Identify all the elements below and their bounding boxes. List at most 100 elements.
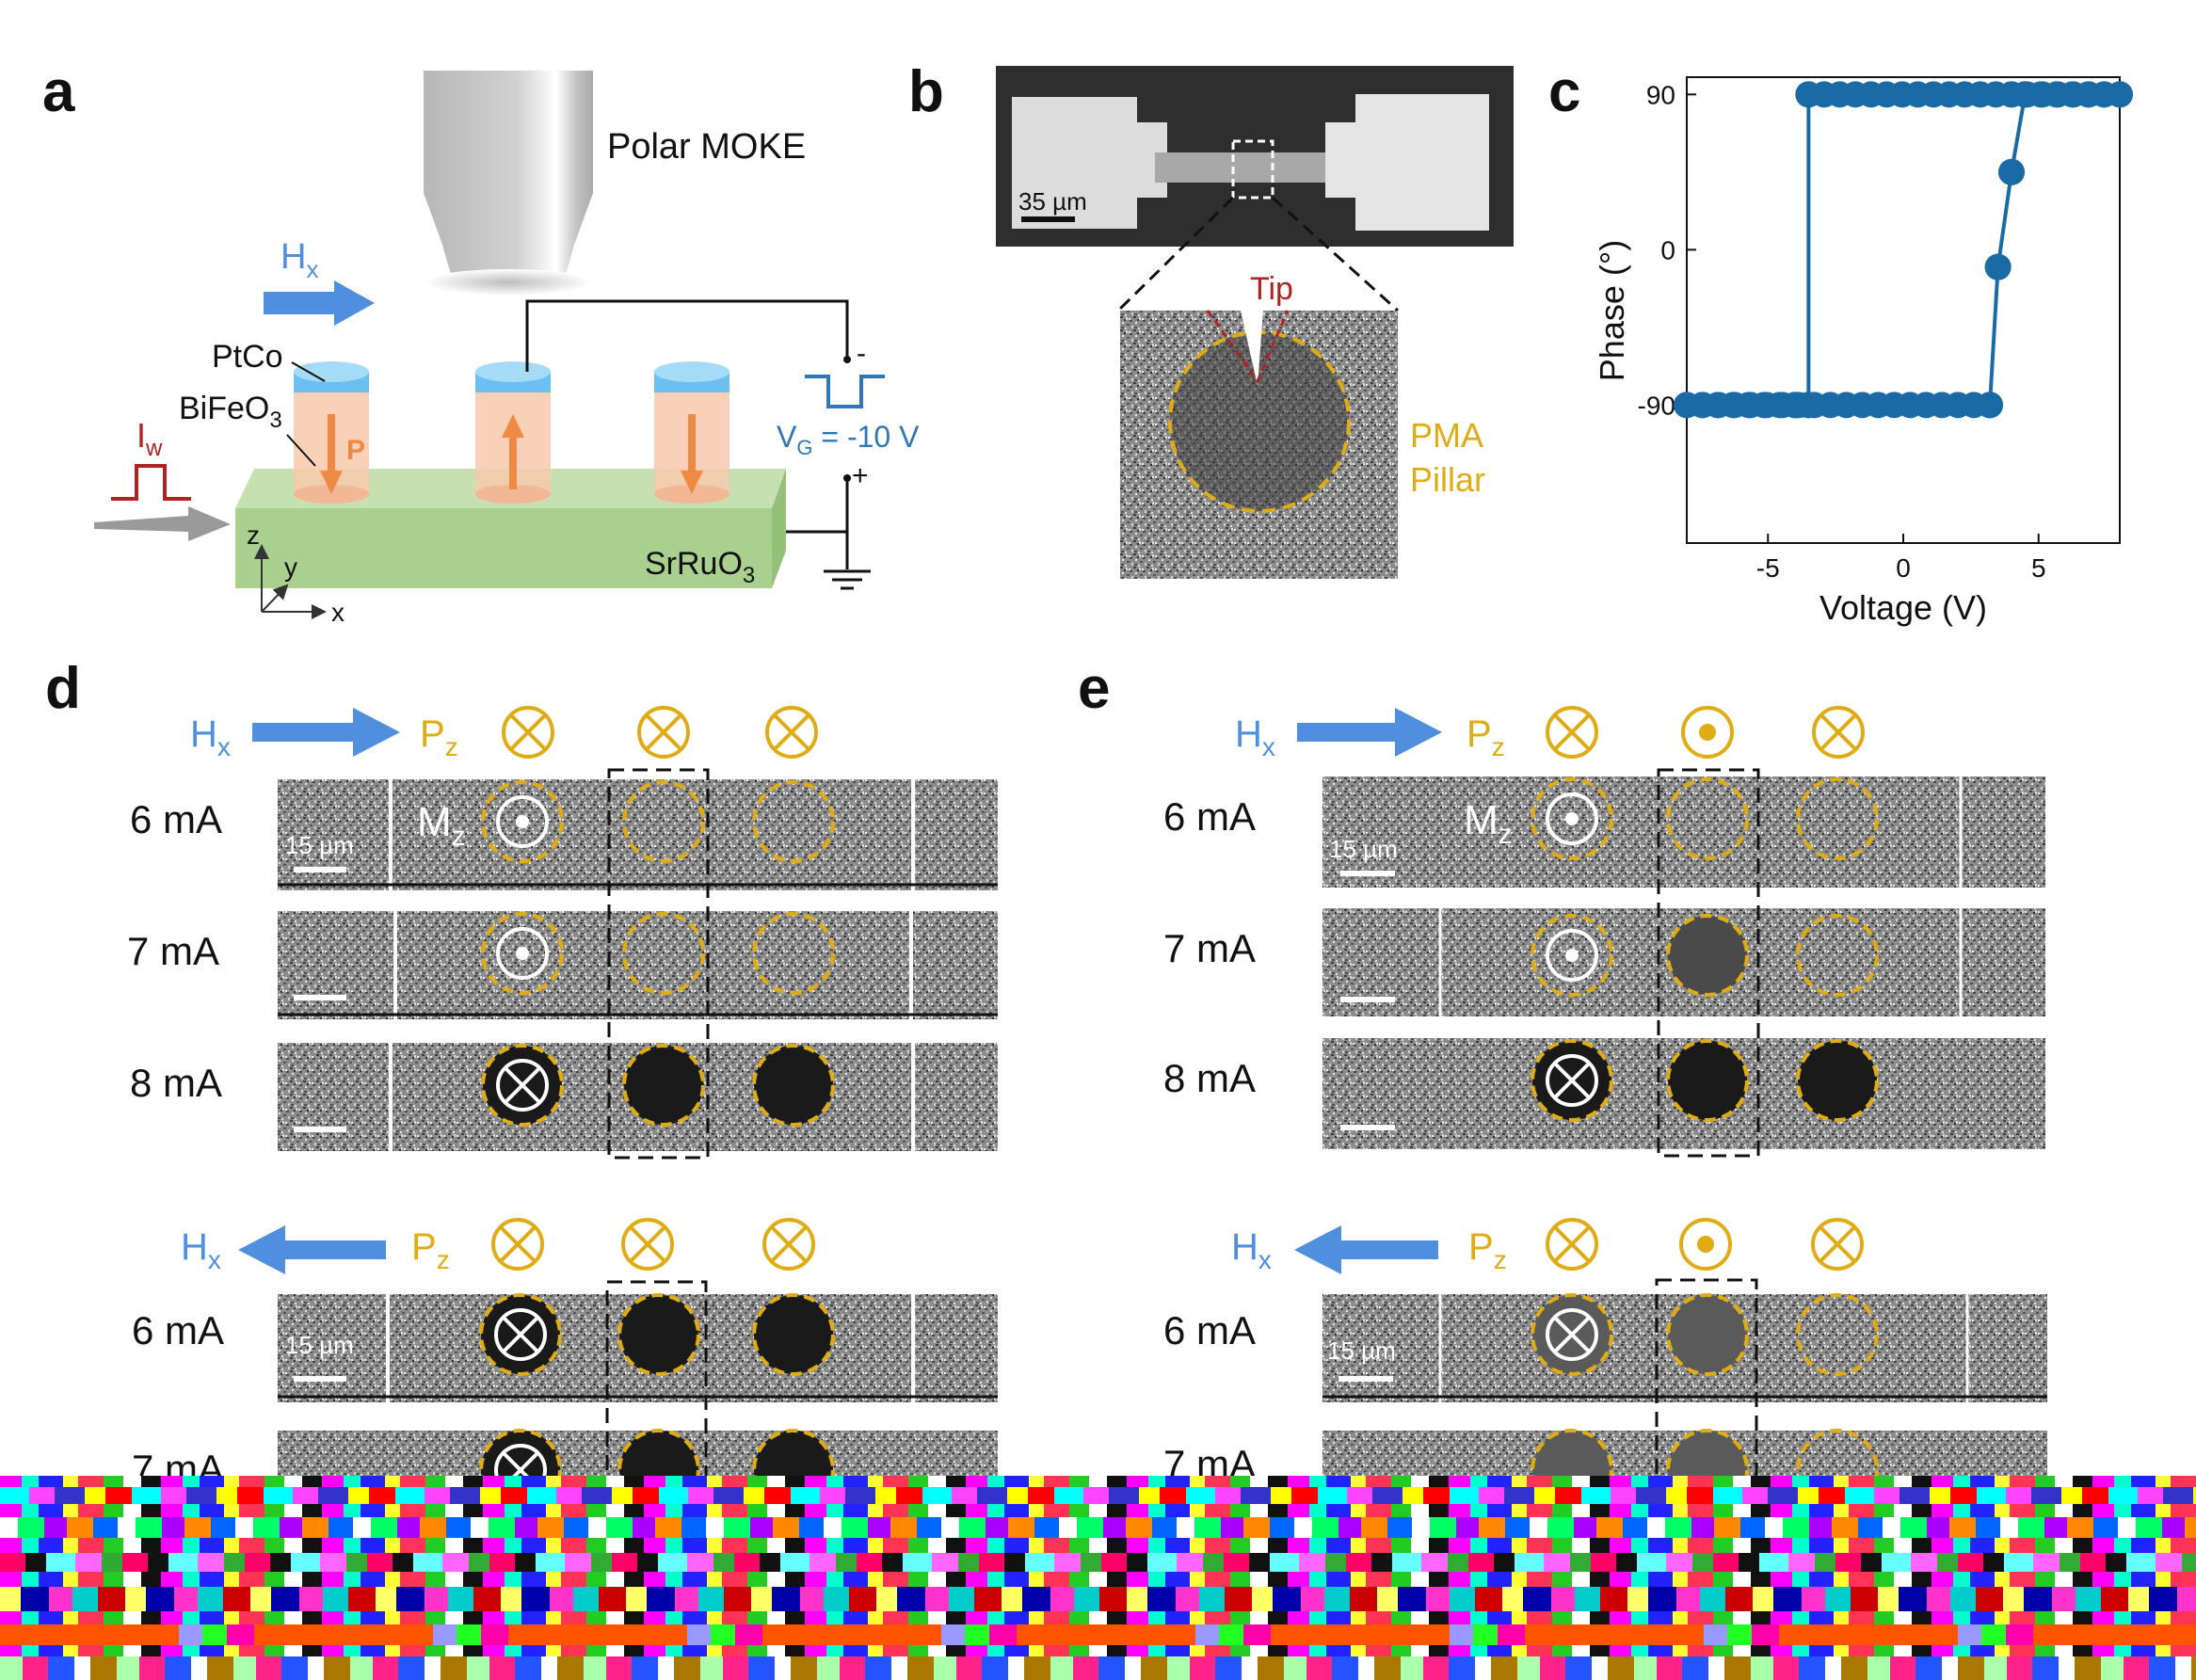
hx-right-arrow-icon bbox=[1297, 708, 1442, 757]
series-line-1 bbox=[1687, 92, 2120, 408]
y-tick-label: -90 bbox=[1638, 391, 1675, 420]
hx-left-arrow-icon bbox=[1294, 1225, 1438, 1274]
x-axis-label: Voltage (V) bbox=[1819, 588, 1987, 627]
mz-into-icon bbox=[1546, 1308, 1598, 1361]
vg-pulse-icon bbox=[805, 375, 885, 408]
circuit-wire bbox=[525, 299, 849, 372]
mz-out-icon bbox=[1546, 792, 1598, 845]
hx-label-e-top: Hx bbox=[1235, 713, 1275, 761]
panel-label-e: e bbox=[1078, 656, 1110, 721]
pz-into-icon bbox=[491, 1218, 544, 1271]
row-label: 6 mA bbox=[130, 797, 222, 841]
pz-into-icon bbox=[637, 706, 690, 759]
data-point bbox=[1674, 392, 1700, 419]
panel-c: c -5 0 5 90 0 -90 Voltage (V) Phase (°) bbox=[1548, 59, 2133, 627]
image-corruption-band bbox=[0, 1476, 2196, 1680]
mz-out-icon bbox=[496, 927, 549, 980]
mz-into-icon bbox=[1546, 1054, 1598, 1107]
scale-label: 15 µm bbox=[285, 1331, 354, 1359]
x-tick-label: 0 bbox=[1896, 553, 1911, 583]
row-label: 6 mA bbox=[1163, 794, 1256, 839]
moke-strip: Mz 15 µm bbox=[1322, 776, 2045, 888]
vg-label: VG = -10 V bbox=[777, 420, 920, 459]
x-tick-label: 5 bbox=[2031, 553, 2046, 583]
mz-out-icon bbox=[1546, 929, 1598, 982]
row-label: 7 mA bbox=[127, 929, 219, 973]
moke-strip: 15 µm bbox=[1322, 1293, 2047, 1402]
y-tick-label: 90 bbox=[1646, 80, 1675, 109]
panel-a: a Polar MOKE Hx SrRuO3 bbox=[42, 59, 920, 627]
pma-label-1: PMA bbox=[1410, 416, 1483, 455]
pz-into-icon bbox=[1546, 1218, 1598, 1271]
scale-label: 15 µm bbox=[1329, 835, 1398, 863]
srruo3-label: SrRuO3 bbox=[645, 546, 755, 588]
pz-label-e-top: Pz bbox=[1467, 713, 1505, 761]
pz-into-icon bbox=[762, 1218, 815, 1271]
vg-plus: + bbox=[852, 460, 869, 491]
moke-strip bbox=[1322, 1038, 2045, 1149]
panel-e: e Hx Pz 6 mA 7 mA 8 mA 6 mA 7 mA Mz 15 µ… bbox=[1078, 656, 2047, 1512]
pma-label-2: Pillar bbox=[1410, 460, 1485, 499]
pz-into-icon bbox=[502, 706, 554, 759]
row-label: 7 mA bbox=[1163, 926, 1256, 970]
iw-label: Iw bbox=[136, 416, 163, 461]
mz-out-icon bbox=[496, 795, 549, 848]
data-point bbox=[2012, 81, 2039, 108]
hx-label-d-bottom: Hx bbox=[181, 1226, 221, 1274]
moke-label: Polar MOKE bbox=[607, 127, 806, 167]
sem-scale-label: 35 µm bbox=[1018, 187, 1087, 216]
pillar-middle bbox=[475, 361, 551, 504]
panel-label-d: d bbox=[45, 656, 81, 721]
mz-label: Mz bbox=[417, 799, 466, 852]
pz-label-d-top: Pz bbox=[420, 713, 458, 761]
hx-label-a: Hx bbox=[281, 237, 318, 283]
data-point bbox=[1984, 253, 2012, 280]
pz-into-icon bbox=[1811, 1218, 1864, 1271]
moke-strip bbox=[1322, 908, 2045, 1016]
axes-icon bbox=[254, 544, 327, 619]
plot-content: -5 0 5 90 0 -90 bbox=[1638, 80, 2133, 583]
moke-strip bbox=[278, 911, 998, 1019]
pz-into-icon bbox=[1546, 706, 1598, 759]
ptco-label: PtCo bbox=[212, 339, 283, 375]
panel-label-a: a bbox=[42, 59, 75, 124]
mz-label: Mz bbox=[1464, 797, 1513, 850]
data-point bbox=[1998, 158, 2025, 185]
series-line-0 bbox=[1687, 92, 2120, 408]
hx-label-e-bottom: Hx bbox=[1231, 1226, 1272, 1274]
row-label: 8 mA bbox=[1163, 1056, 1256, 1100]
pz-out-icon bbox=[1679, 1218, 1732, 1271]
current-pulse-icon bbox=[111, 464, 191, 501]
tip-label: Tip bbox=[1250, 271, 1293, 307]
pillar-right bbox=[654, 361, 729, 504]
row-label: 8 mA bbox=[130, 1061, 222, 1105]
moke-objective-icon bbox=[424, 71, 593, 296]
y-tick-label: 0 bbox=[1660, 235, 1675, 264]
current-arrow-icon bbox=[94, 506, 231, 541]
pz-into-icon bbox=[765, 706, 818, 759]
tip-icon bbox=[1241, 311, 1263, 386]
srruo3-front bbox=[235, 508, 772, 588]
x-tick-label: -5 bbox=[1756, 553, 1780, 583]
y-axis-label: Phase (°) bbox=[1593, 240, 1631, 381]
panel-label-b: b bbox=[908, 59, 944, 124]
hx-right-arrow-icon bbox=[252, 708, 400, 757]
highlight-box bbox=[607, 768, 710, 1160]
axis-z-label: z bbox=[247, 520, 260, 550]
scale-label: 15 µm bbox=[1327, 1336, 1396, 1365]
moke-strip: 15 µm bbox=[278, 1293, 998, 1402]
plot-frame bbox=[1686, 76, 2121, 544]
axis-y-label: y bbox=[284, 552, 297, 582]
pz-label-e-bottom: Pz bbox=[1468, 1226, 1507, 1274]
panel-d: d Hx Pz 6 mA 7 mA 8 mA 6 mA 7 mA Mz 15 µ… bbox=[45, 656, 998, 1512]
panel-b: b 35 µm Tip PMA Pillar bbox=[908, 59, 1514, 579]
moke-strip: Mz 15 µm bbox=[278, 779, 998, 890]
pz-label-d-bottom: Pz bbox=[411, 1226, 450, 1274]
mz-into-icon bbox=[494, 1308, 547, 1361]
scale-label: 15 µm bbox=[285, 831, 354, 859]
hx-label-d-top: Hx bbox=[190, 713, 231, 761]
row-label: 6 mA bbox=[1163, 1308, 1256, 1352]
pz-into-icon bbox=[1812, 706, 1865, 759]
panel-label-c: c bbox=[1548, 59, 1580, 124]
pillar-left bbox=[294, 361, 369, 504]
